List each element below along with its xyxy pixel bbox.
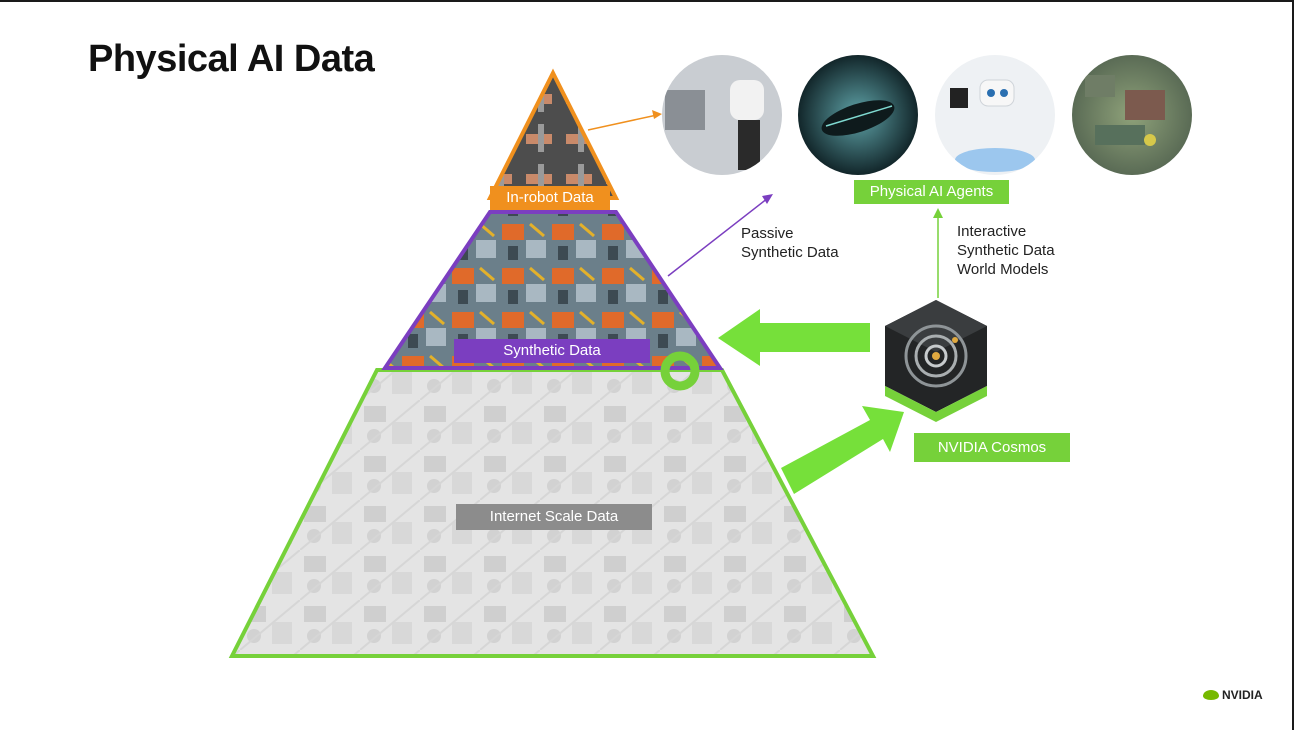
in-robot-data-label: In-robot Data <box>490 186 610 210</box>
passive-synthetic-note: Passive Synthetic Data <box>741 224 839 262</box>
factory-image <box>1072 55 1192 175</box>
synthetic-data-label: Synthetic Data <box>454 339 650 363</box>
passive-line-1: Passive <box>741 225 794 242</box>
passive-arrowhead <box>762 194 773 204</box>
in-robot-arrowhead <box>652 110 662 119</box>
interactive-line-2: Synthetic Data <box>957 242 1055 259</box>
top-border <box>0 0 1294 2</box>
humanoid-robot-image <box>662 55 782 175</box>
autonomous-car-image <box>798 55 918 175</box>
pyramid-middle-tier <box>381 210 724 370</box>
interactive-arrowhead <box>933 208 943 218</box>
pyramid-top-tier <box>486 68 620 200</box>
galaxy-cube-icon <box>885 300 987 422</box>
nvidia-cosmos-label: NVIDIA Cosmos <box>914 433 1070 462</box>
page-title: Physical AI Data <box>88 38 375 80</box>
robot-arm-image <box>935 55 1055 175</box>
internet-scale-data-label: Internet Scale Data <box>456 504 652 530</box>
passive-line-2: Synthetic Data <box>741 244 839 261</box>
in-robot-arrow <box>587 114 658 131</box>
cosmos-to-synthetic-arrow <box>718 309 870 366</box>
right-border <box>1292 0 1294 730</box>
nvidia-eye-icon <box>1203 690 1219 700</box>
physical-ai-agents-label: Physical AI Agents <box>854 180 1009 204</box>
passive-arrow <box>667 197 769 277</box>
interactive-line-1: Interactive <box>957 223 1027 240</box>
cosmos-loop-icon <box>660 351 700 391</box>
nvidia-logo: NVIDIA <box>1203 688 1263 702</box>
interactive-line-3: World Models <box>957 261 1049 278</box>
internet-to-cosmos-arrow <box>781 406 904 494</box>
nvidia-logo-text: NVIDIA <box>1222 688 1263 702</box>
interactive-synthetic-note: Interactive Synthetic Data World Models <box>957 222 1055 279</box>
